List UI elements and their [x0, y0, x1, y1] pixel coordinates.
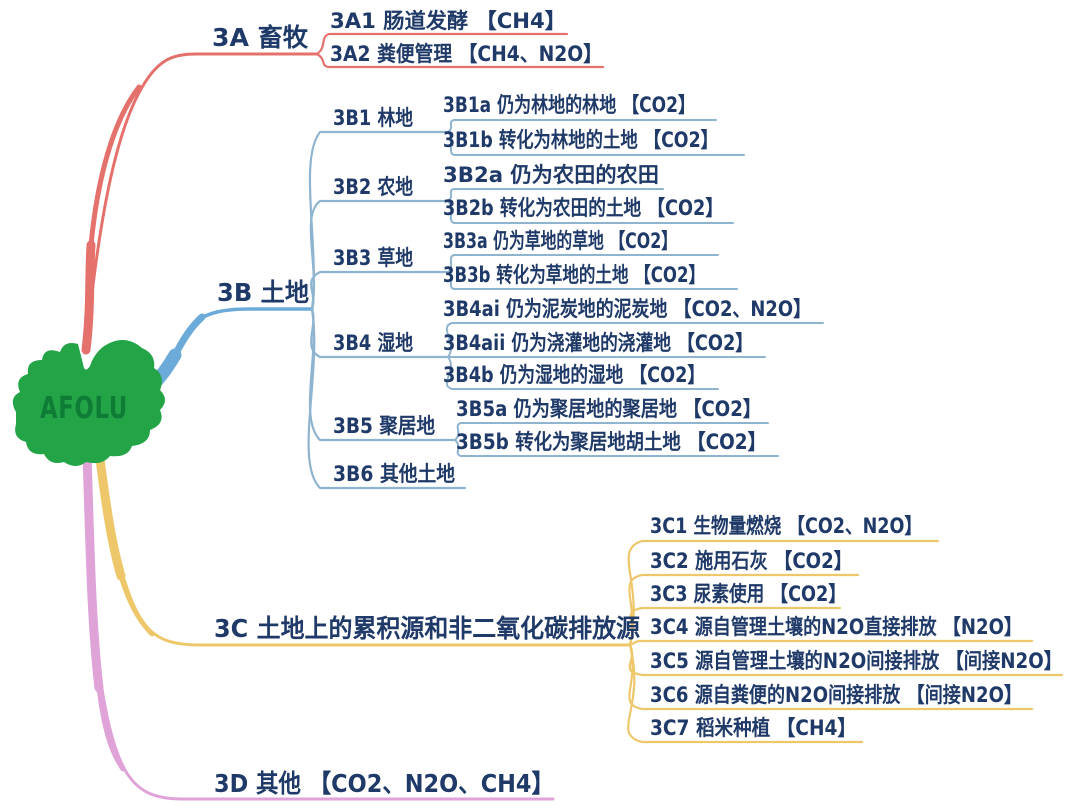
connector-3b4b [445, 356, 719, 390]
connector-3b4ai [445, 322, 824, 358]
node-3b5b-label[interactable]: 3B5b 转化为聚居地胡土地 【CO2】 [456, 430, 766, 454]
connector-3b2b [447, 200, 734, 224]
connector-3b1b [447, 131, 745, 156]
afolu-node-shape[interactable] [12, 340, 165, 466]
node-3b1b-label[interactable]: 3B1b 转化为林地的土地 【CO2】 [443, 128, 718, 152]
trunk-3c-taper-mid [118, 573, 155, 637]
connector-3c4 [628, 639, 1034, 647]
node-3a1-label[interactable]: 3A1 肠道发酵 【CH4】 [330, 9, 566, 33]
connector-3b2 [309, 199, 450, 311]
connector-3b6 [307, 307, 467, 490]
trunk-3b-taper-mid [171, 313, 206, 359]
trunk-3d-taper-thick [82, 451, 104, 693]
node-3b5-label[interactable]: 3B5 聚居地 [333, 414, 435, 438]
connector-3b1a [447, 119, 717, 133]
node-labels: 3A 畜牧 3A1 肠道发酵 【CH4】 3A2 粪便管理 【CH4、N2O】 … [212, 9, 1062, 798]
node-3c4-label[interactable]: 3C4 源自管理土壤的N2O直接排放 【N2O】 [650, 615, 1022, 639]
connector-3b3b [447, 271, 738, 290]
connector-3b3a [447, 254, 719, 273]
node-3b6-label[interactable]: 3B6 其他土地 [333, 462, 455, 486]
node-3b4ai-label[interactable]: 3B4ai 仍为泥炭地的泥炭地 【CO2、N2O】 [443, 297, 811, 321]
trunk-3c-taper-thick [94, 447, 126, 581]
trunk-3a-taper-mid [88, 84, 142, 248]
connector-3a2 [315, 52, 605, 69]
node-3b3-label[interactable]: 3B3 草地 [333, 246, 413, 270]
node-3c7-label[interactable]: 3C7 稻米种植 【CH4】 [650, 716, 856, 740]
node-3b2-label[interactable]: 3B2 农地 [333, 175, 413, 199]
node-3d-label[interactable]: 3D 其他 【CO2、N2O、CH4】 [214, 769, 554, 798]
trunk-3d-taper-mid [96, 685, 126, 772]
node-3b1a-label[interactable]: 3B1a 仍为林地的林地 【CO2】 [443, 93, 695, 117]
node-3a2-label[interactable]: 3A2 粪便管理 【CH4、N2O】 [330, 42, 602, 66]
node-3c3-label[interactable]: 3C3 尿素使用 【CO2】 [650, 582, 846, 606]
branch-3b-sublines [307, 119, 824, 490]
node-3a-label[interactable]: 3A 畜牧 [212, 23, 309, 52]
node-3b-label[interactable]: 3B 土地 [217, 278, 309, 307]
connector-3b2a [447, 188, 664, 202]
node-3c6-label[interactable]: 3C6 源自粪便的N2O间接排放 【间接N2O】 [650, 683, 1022, 707]
node-3b5a-label[interactable]: 3B5a 仍为聚居地的聚居地 【CO2】 [456, 397, 761, 421]
node-3b3b-label[interactable]: 3B3b 转化为草地的土地 【CO2】 [443, 263, 705, 287]
node-3b2b-label[interactable]: 3B2b 转化为农田的土地 【CO2】 [443, 196, 723, 220]
node-3b4aii-label[interactable]: 3B4aii 仍为浇灌地的浇灌地 【CO2】 [443, 331, 753, 355]
connector-3a1 [315, 32, 569, 56]
node-3b3a-label[interactable]: 3B3a 仍为草地的草地 【CO2】 [443, 229, 677, 253]
connector-3c3 [628, 606, 842, 647]
trunk-3a-taper-thick [81, 240, 96, 355]
node-3c-label[interactable]: 3C 土地上的累积源和非二氧化碳排放源 [214, 614, 640, 643]
connector-3b5a [454, 422, 769, 441]
node-3c2-label[interactable]: 3C2 施用石灰 【CO2】 [650, 549, 852, 573]
branch-3d-lines [82, 451, 555, 801]
node-3b1-label[interactable]: 3B1 林地 [333, 106, 413, 130]
node-3b4b-label[interactable]: 3B4b 仍为湿地的湿地 【CO2】 [443, 363, 705, 387]
branch-3c-lines [94, 447, 1064, 744]
node-3c1-label[interactable]: 3C1 生物量燃烧 【CO2、N2O】 [650, 514, 922, 538]
connector-3b5b [454, 439, 779, 457]
node-3b4-label[interactable]: 3B4 湿地 [333, 331, 413, 355]
connector-3c7 [627, 643, 864, 744]
branch-3a-lines [81, 32, 605, 355]
connector-3b3 [310, 270, 450, 311]
connector-3b1 [308, 130, 450, 311]
node-3c5-label[interactable]: 3C5 源自管理土壤的N2O间接排放 【间接N2O】 [650, 649, 1062, 673]
afolu-root-label[interactable]: AFOLU [40, 391, 128, 426]
node-3b2a-label[interactable]: 3B2a 仍为农田的农田 [443, 163, 659, 187]
